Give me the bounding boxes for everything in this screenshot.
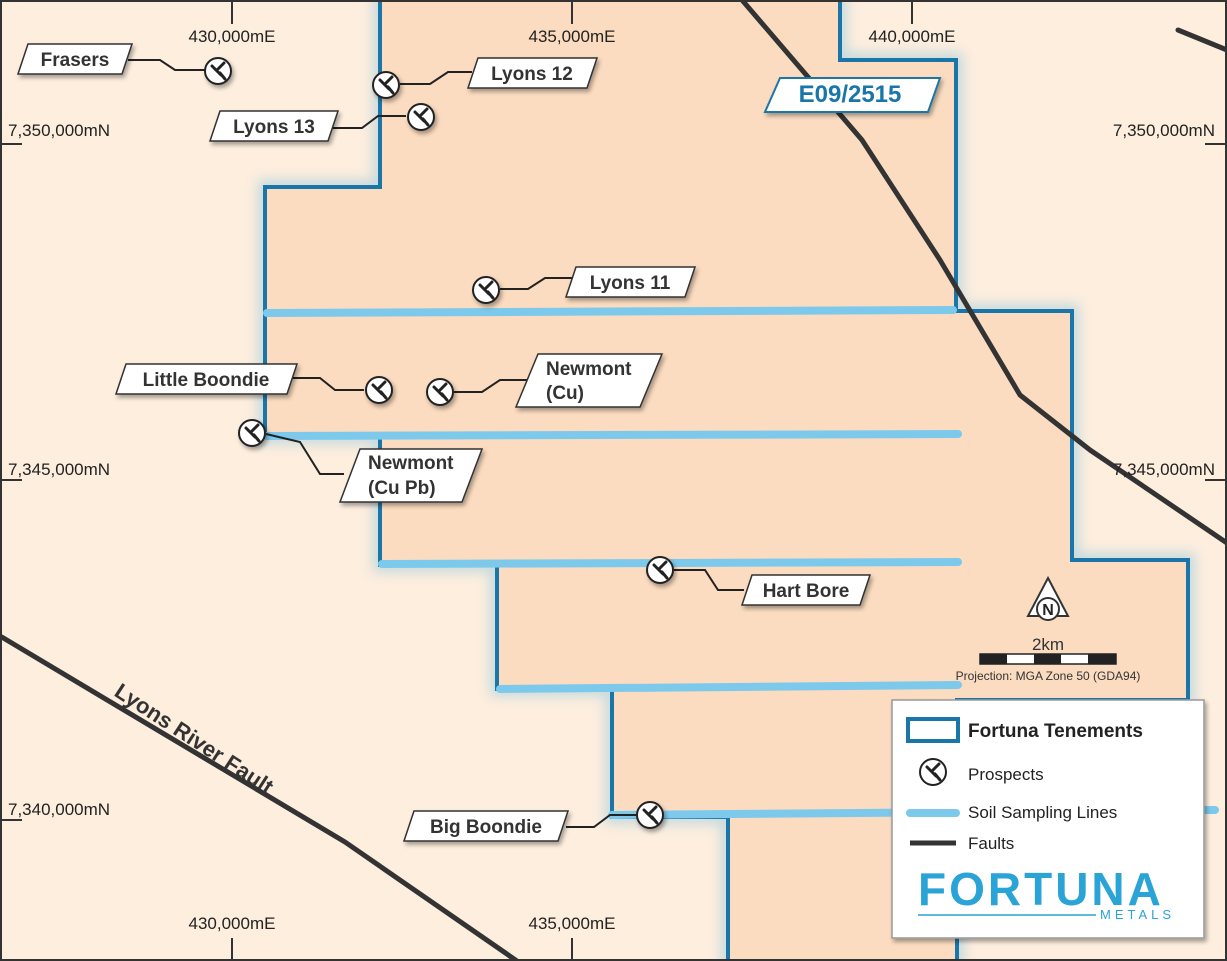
prospect-labels: Frasers Lyons 12 Lyons 13 Lyons 11 Littl… (16, 43, 872, 842)
prospect-icon-newmont-cu-pb[interactable] (237, 418, 267, 448)
scale-bar: 2km Projection: MGA Zone 50 (GDA94) (956, 635, 1141, 683)
legend-faults-label: Faults (968, 834, 1014, 853)
prospect-icon-lyons-13[interactable] (406, 102, 436, 132)
logo-sub-text: METALS (1100, 907, 1175, 922)
label-newmont-cu-pb-line1: Newmont (368, 453, 454, 474)
lyons-river-fault (0, 633, 520, 961)
fortuna-logo: FORTUNA METALS (918, 863, 1175, 922)
label-big-boondie[interactable]: Big Boondie (402, 810, 570, 842)
northing-label-7350-left: 7,350,000mN (8, 121, 110, 140)
label-newmont-cu[interactable]: Newmont (Cu) (514, 353, 664, 408)
prospect-icon-big-boondie[interactable] (635, 800, 665, 830)
prospect-icon-frasers[interactable] (203, 56, 233, 86)
legend: Fortuna Tenements Prospects Soil Samplin… (891, 699, 1205, 939)
prospect-icon-newmont-cu[interactable] (425, 377, 455, 407)
easting-label-435-top: 435,000mE (529, 27, 616, 46)
label-big-boondie-text: Big Boondie (430, 817, 542, 838)
easting-label-430-top: 430,000mE (189, 27, 276, 46)
label-lyons-11[interactable]: Lyons 11 (564, 266, 697, 298)
label-lyons-12[interactable]: Lyons 12 (466, 57, 599, 89)
projection-text: Projection: MGA Zone 50 (GDA94) (956, 669, 1141, 683)
label-lyons-11-text: Lyons 11 (590, 273, 671, 294)
legend-prospects-label: Prospects (968, 765, 1044, 784)
label-newmont-cu-pb-line2: (Cu Pb) (368, 478, 436, 499)
easting-label-435-bottom: 435,000mE (529, 914, 616, 933)
label-hart-bore[interactable]: Hart Bore (740, 574, 872, 606)
prospect-leaders (128, 59, 744, 828)
tenement-id-label: E09/2515 (763, 77, 942, 113)
easting-label-430-bottom: 430,000mE (189, 914, 276, 933)
label-frasers[interactable]: Frasers (16, 43, 134, 75)
north-arrow-letter: N (1042, 602, 1054, 619)
label-newmont-cu-line1: Newmont (546, 359, 632, 380)
fault-ne (1175, 27, 1227, 53)
northing-label-7345-right: 7,345,000mN (1113, 460, 1215, 479)
label-lyons-13[interactable]: Lyons 13 (208, 110, 340, 142)
northing-label-7340-left: 7,340,000mN (8, 800, 110, 819)
tenement-id-text: E09/2515 (799, 81, 902, 108)
label-frasers-text: Frasers (41, 50, 110, 71)
prospect-icon-lyons-12[interactable] (371, 70, 401, 100)
scale-bar-label: 2km (1032, 635, 1064, 654)
label-newmont-cu-line2: (Cu) (546, 383, 584, 404)
soil-line-4 (496, 681, 962, 693)
legend-tenements-label: Fortuna Tenements (968, 721, 1143, 742)
fault-main (739, 0, 1227, 546)
northing-label-7345-left: 7,345,000mN (8, 460, 110, 479)
prospect-icon-lyons-11[interactable] (471, 275, 501, 305)
label-hart-bore-text: Hart Bore (763, 581, 850, 602)
legend-tenement-swatch (906, 717, 960, 743)
label-lyons-13-text: Lyons 13 (233, 117, 315, 138)
soil-line-1 (263, 306, 957, 317)
prospect-icon-hart-bore[interactable] (645, 555, 675, 585)
easting-label-440-top: 440,000mE (869, 27, 956, 46)
label-little-boondie-text: Little Boondie (143, 370, 270, 391)
north-arrow: N (1026, 575, 1070, 621)
prospect-icon-little-boondie[interactable] (364, 375, 394, 405)
soil-line-2 (263, 430, 962, 440)
label-little-boondie[interactable]: Little Boondie (114, 363, 299, 395)
label-newmont-cu-pb[interactable]: Newmont (Cu Pb) (338, 448, 484, 503)
logo-main-text: FORTUNA (918, 863, 1164, 915)
label-lyons-12-text: Lyons 12 (491, 64, 573, 85)
legend-soil-label: Soil Sampling Lines (968, 803, 1117, 822)
legend-prospect-icon (918, 757, 948, 787)
northing-label-7350-right: 7,350,000mN (1113, 121, 1215, 140)
